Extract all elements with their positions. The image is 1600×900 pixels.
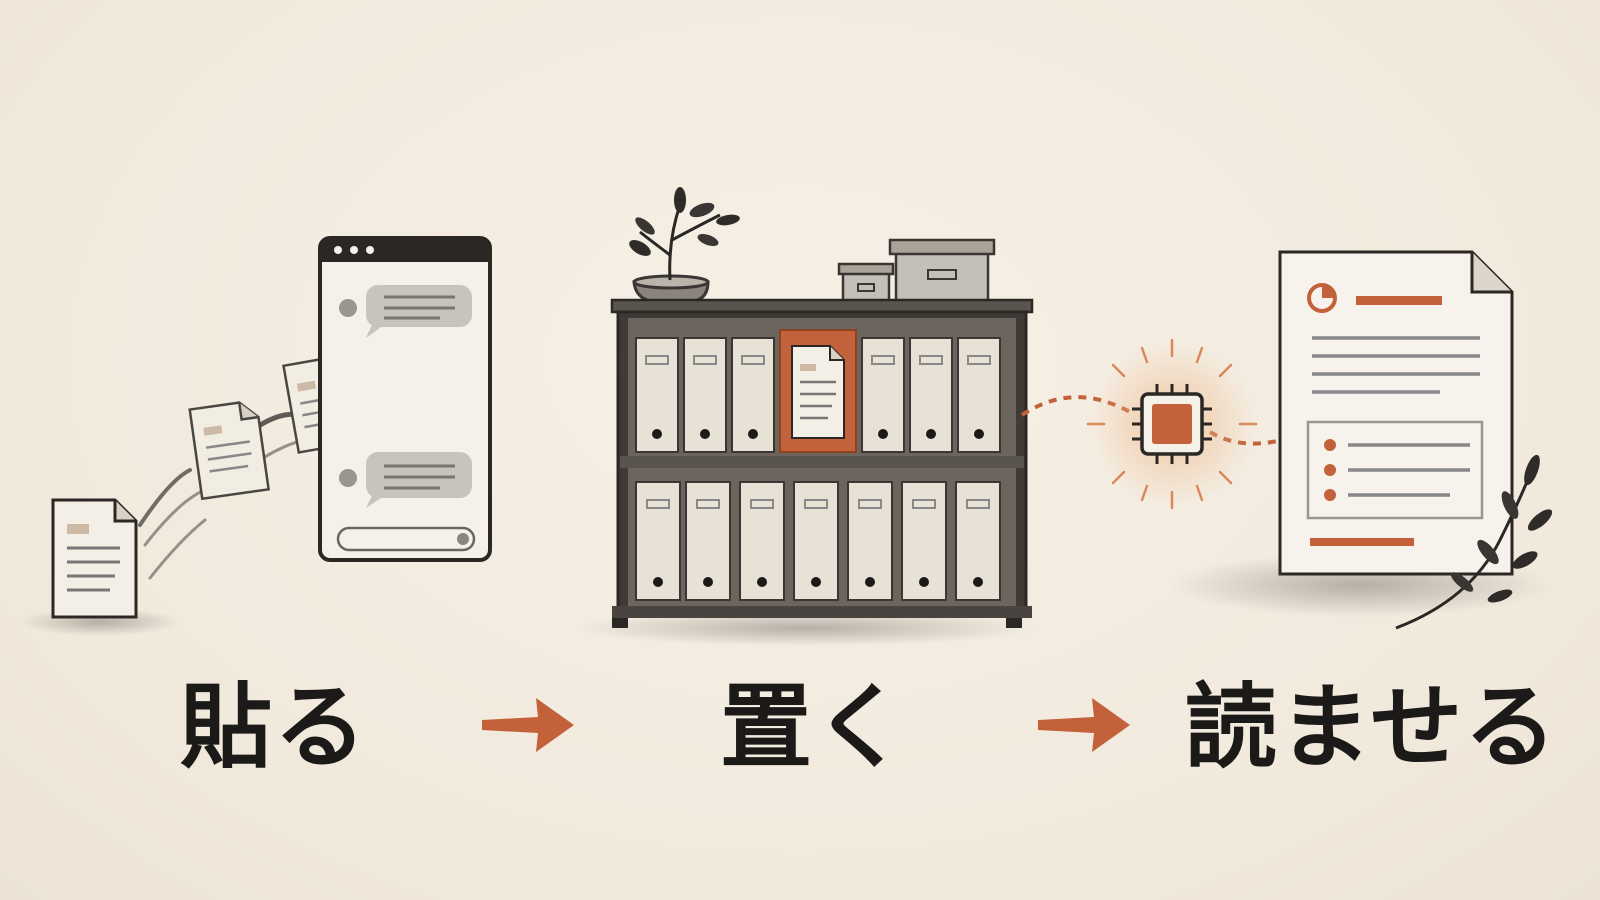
document-icon	[188, 401, 271, 501]
highlighted-binder-icon	[779, 329, 857, 453]
storage-box-icon	[888, 238, 996, 304]
binder-icon	[901, 481, 947, 601]
binder-icon	[685, 481, 731, 601]
chat-window	[318, 236, 492, 562]
document-icon	[51, 498, 138, 619]
binder-row-top	[635, 329, 1001, 453]
branch-icon	[1395, 454, 1553, 630]
ai-read-illustration	[1020, 250, 1553, 630]
arrow-right-icon	[482, 698, 574, 752]
binder-icon	[847, 481, 893, 601]
binder-icon	[635, 337, 679, 453]
binder-row-bottom	[635, 481, 1001, 601]
ai-chip-icon	[1132, 384, 1212, 464]
binder-icon	[683, 337, 727, 453]
plant-icon	[629, 187, 740, 304]
binder-icon	[731, 337, 775, 453]
bookshelf-illustration	[575, 187, 1035, 646]
binder-icon	[955, 481, 1001, 601]
glow-rays	[1086, 338, 1258, 510]
step-label-place: 置く	[720, 673, 909, 781]
binder-icon	[957, 337, 1001, 453]
binder-icon	[635, 481, 681, 601]
binder-icon	[739, 481, 785, 601]
storage-box-icon	[837, 262, 895, 304]
binder-icon	[909, 337, 953, 453]
arrow-right-icon	[1038, 698, 1130, 752]
paste-illustration	[20, 236, 492, 636]
step-label-read: 読ませる	[1185, 673, 1559, 781]
binder-icon	[793, 481, 839, 601]
report-document-icon	[1278, 250, 1514, 576]
binder-icon	[861, 337, 905, 453]
step-label-paste: 貼る	[180, 673, 369, 781]
